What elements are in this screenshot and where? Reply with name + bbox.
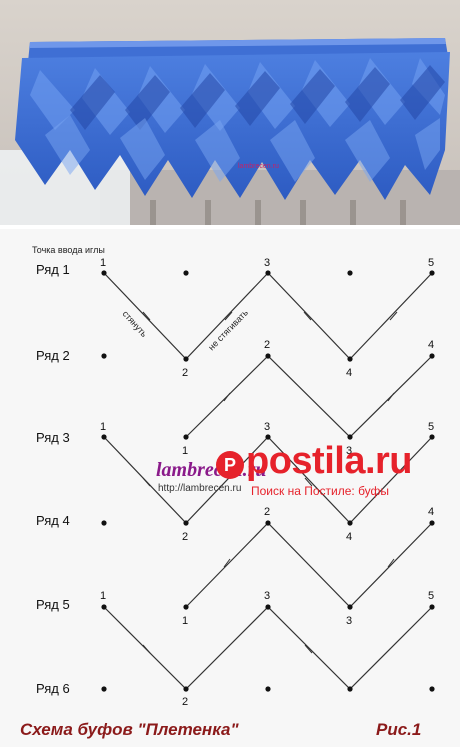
annotation-pull: стянуть [121,309,150,340]
point-number: 1 [182,615,188,627]
point-number: 5 [428,421,434,433]
lambrequin-illustration: lambrecen.ru [0,0,460,225]
point-number: 3 [264,421,270,433]
point-number: 5 [428,590,434,602]
point-number: 4 [428,339,434,351]
row-label-6: Ряд 6 [36,681,70,696]
point-number: 5 [428,257,434,269]
postila-logo-icon[interactable]: P [216,451,244,479]
needle-points [101,270,435,692]
point-number: 1 [100,421,106,433]
point-number: 4 [428,506,434,518]
puff-scheme-diagram: Точка ввода иглы Ряд 1 Ряд 2 Ряд 3 Ряд 4… [0,229,460,747]
row-label-4: Ряд 4 [36,513,70,528]
point-number: 3 [264,257,270,269]
point-number: 2 [264,339,270,351]
row-label-1: Ряд 1 [36,262,70,277]
zigzag-row5-row6 [103,606,433,690]
point-number: 2 [182,696,188,708]
point-number: 2 [182,367,188,379]
point-number: 3 [264,590,270,602]
point-number: 2 [182,531,188,543]
point-number: 3 [346,615,352,627]
row-label-5: Ряд 5 [36,597,70,612]
point-number: 2 [264,506,270,518]
postila-brand[interactable]: postila.ru [246,440,413,482]
needle-entry-label: Точка ввода иглы [32,245,105,255]
point-number: 3 [346,445,352,457]
zigzag-row4-row5 [185,522,433,608]
point-number: 4 [346,531,352,543]
point-number: 4 [346,367,352,379]
stitch-diagram: 1 3 5 2 4 2 4 1 3 5 1 3 2 4 2 4 1 3 5 1 … [100,257,435,708]
photo-watermark: lambrecen.ru [238,163,279,170]
zigzag-row2-row3 [185,355,433,438]
row-label-3: Ряд 3 [36,430,70,445]
row-label-2: Ряд 2 [36,348,70,363]
point-number: 1 [100,257,106,269]
postila-tagline: Поиск на Постиле: буфы [251,484,390,498]
stitch-ticks [142,311,398,654]
caption-figure-number: Рис.1 [376,720,422,739]
point-number: 1 [182,445,188,457]
point-number: 1 [100,590,106,602]
watermark-url: http://lambrecen.ru [158,483,242,494]
caption-title: Схема буфов "Плетенка" [20,720,239,739]
lambrequin-photo: lambrecen.ru [0,0,460,225]
